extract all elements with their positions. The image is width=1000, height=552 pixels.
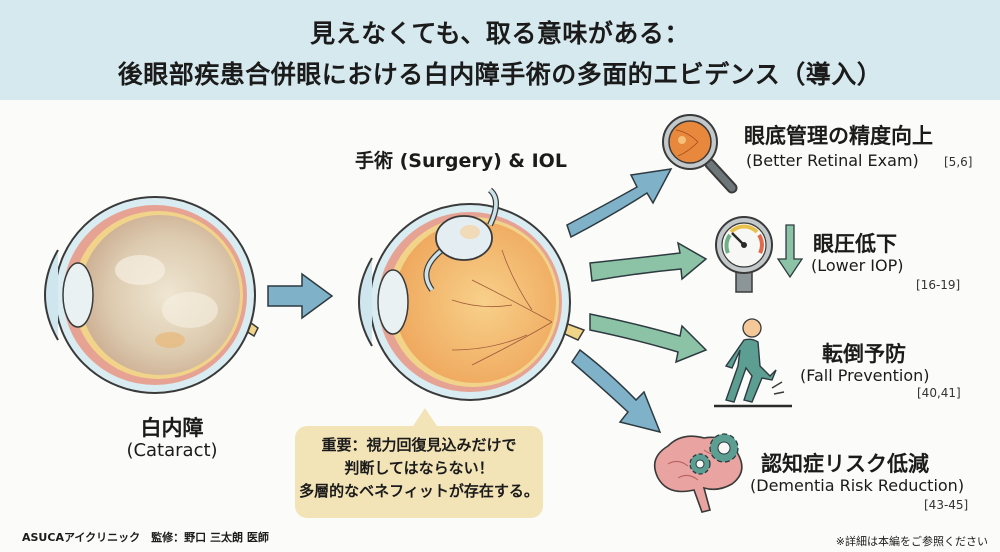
progress-arrow xyxy=(267,272,334,320)
benefit-2-subtitle: (Lower IOP) xyxy=(811,256,904,275)
callout-line-3: 多層的なベネフィットが存在する。 xyxy=(299,482,539,500)
cataract-label: 白内障 xyxy=(140,416,204,440)
benefit-3-subtitle: (Fall Prevention) xyxy=(800,366,930,385)
arrow-to-fall-prevention xyxy=(589,313,708,364)
pressure-gauge-icon xyxy=(715,216,804,293)
benefit-1-subtitle: (Better Retinal Exam) xyxy=(746,151,919,170)
callout-line-1: 重要：視力回復見込みだけで xyxy=(321,436,517,454)
title-banner: 見えなくても、取る意味がある： 後眼部疾患合併眼における白内障手術の多面的エビデ… xyxy=(0,0,1000,100)
benefit-4-refs: [43-45] xyxy=(924,498,969,512)
benefit-1-title: 眼底管理の精度向上 xyxy=(744,124,933,148)
benefit-2-refs: [16-19] xyxy=(916,278,961,292)
brain-gears-icon xyxy=(653,433,743,513)
benefit-4-subtitle: (Dementia Risk Reduction) xyxy=(750,476,965,495)
benefit-4-title: 認知症リスク低減 xyxy=(761,452,929,476)
details-note: ※詳細は本編をご参照ください xyxy=(835,535,988,548)
clinic-credit: ASUCAアイクリニック 監修：野口 三太朗 医師 xyxy=(22,531,269,544)
arrow-to-dementia xyxy=(571,348,662,434)
magnifier-retina-icon xyxy=(662,114,738,194)
arrow-to-retinal-exam xyxy=(566,168,673,239)
benefit-3-title: 転倒予防 xyxy=(822,342,906,366)
title-line-1: 見えなくても、取る意味がある： xyxy=(310,19,690,48)
benefit-2-title: 眼圧低下 xyxy=(813,232,897,256)
callout-line-2: 判断してはならない！ xyxy=(344,459,494,477)
cataract-eye-icon xyxy=(44,196,259,394)
iol-eye-icon xyxy=(358,187,586,401)
walking-person-icon xyxy=(714,318,792,408)
benefit-1-refs: [5,6] xyxy=(944,155,973,169)
benefit-3-refs: [40,41] xyxy=(917,386,961,400)
title-line-2: 後眼部疾患合併眼における白内障手術の多面的エビデンス（導入） xyxy=(117,60,883,89)
cataract-label-en: (Cataract) xyxy=(126,440,218,461)
arrow-to-lower-iop xyxy=(589,241,708,282)
surgery-label: 手術 (Surgery) & IOL xyxy=(355,150,567,172)
important-callout: 重要：視力回復見込みだけで 判断してはならない！ 多層的なベネフィットが存在する… xyxy=(295,408,543,518)
